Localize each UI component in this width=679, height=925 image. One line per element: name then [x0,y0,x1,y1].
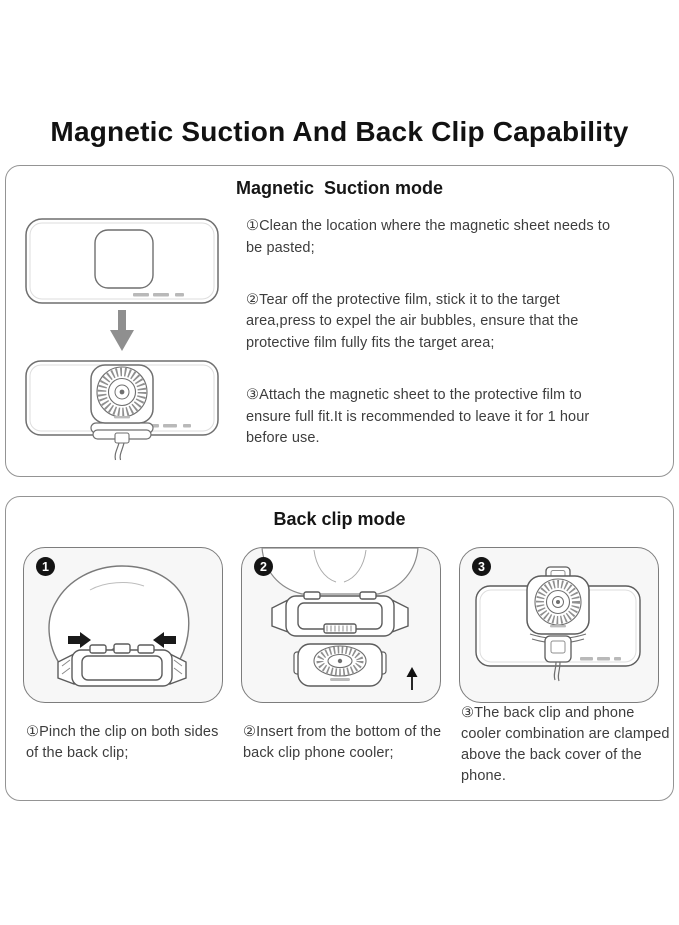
cable [557,661,561,682]
brand-mark [550,625,566,628]
magnetic-sheet-outline [94,229,154,289]
phone-back-illustration [25,218,219,304]
step-3: ③Attach the magnetic sheet to the protec… [246,386,590,447]
back-clip-frame [57,643,187,687]
insert-cooler-illustration [261,548,419,690]
panel-step-1: 1 [23,547,223,703]
caption-step-3: ③The back clip and phone cooler combinat… [461,705,670,785]
clip-and-cooler [526,566,590,682]
phone-port-marks [133,293,184,297]
back-clip-section: Back clip mode 1 [5,496,674,801]
back-clip-title: Back clip mode [273,509,406,529]
step-badge-2: 2 [254,557,273,576]
magnetic-suction-steps: ①Clean the location where the magnetic s… [246,216,630,480]
up-arrow-icon [406,667,418,690]
pinch-arrows [68,632,176,648]
cable [119,442,125,461]
step-badge-3: 3 [472,557,491,576]
phone-cooler-device [90,364,154,461]
down-arrow-icon [110,310,134,351]
back-clip-frame [271,591,409,637]
fan-blades [97,367,147,417]
magnetic-suction-title: Magnetic Suction mode [235,178,444,198]
step-badge-1: 1 [36,557,55,576]
step-2: ②Tear off the protective film, stick it … [246,291,579,352]
back-clip-panels: 1 [23,547,659,703]
hand-outline [261,548,419,595]
magnetic-suction-section: Magnetic Suction mode [5,165,674,477]
caption-step-1: ①Pinch the clip on both sides of the bac… [26,724,219,762]
fan-blades [316,646,364,676]
usb-plug [550,640,566,654]
fan-outer-ring [313,645,367,677]
usb-plug [114,432,130,444]
phone-cooler-device [293,643,387,687]
brand-mark [330,678,350,681]
fan-blades [536,580,580,624]
caption-step-2: ②Insert from the bottom of the back clip… [243,724,442,762]
brand-mark [114,416,130,419]
panel-step-3: 3 [459,547,659,703]
clamped-phone-illustration [475,566,641,682]
panel-step-2: 2 [241,547,441,703]
phone-port-marks [580,657,621,661]
cable [553,661,557,681]
pinch-clip-illustration [48,565,190,687]
page-title: Magnetic Suction And Back Clip Capabilit… [50,116,629,147]
magnetic-suction-illustrations [16,218,228,461]
step-1: ①Clean the location where the magnetic s… [246,218,611,256]
cable [114,442,120,461]
cooler-attached-illustration [25,360,219,461]
